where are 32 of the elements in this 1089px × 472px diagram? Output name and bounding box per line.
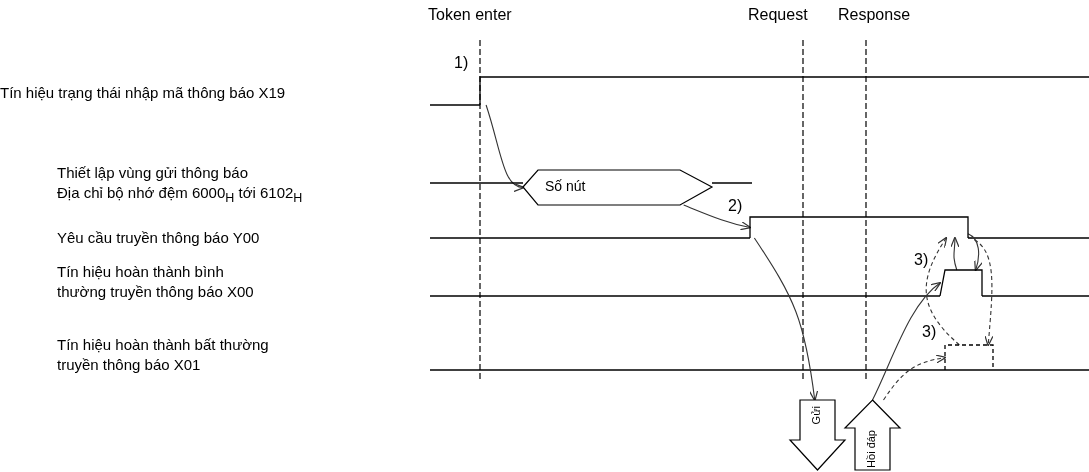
- causal-arrow: [683, 204, 752, 231]
- signal-name: Yêu cầu truyền thông báo Y00: [57, 228, 260, 248]
- signal-waveform: [750, 217, 968, 238]
- causal-arrow: [925, 236, 960, 346]
- step-number: 1): [454, 53, 469, 73]
- signal-name: Tín hiệu hoàn thành bình thường truyền thông báo X00: [57, 262, 255, 301]
- causal-arrow: [950, 236, 960, 271]
- causal-arrow: [871, 281, 942, 401]
- response-direction-shape: [845, 400, 900, 470]
- bus-value-text: Số nút: [545, 178, 586, 194]
- signal-name: Tín hiệu hoàn thành bất thường truyền thông báo X01: [57, 335, 270, 374]
- send-direction-shape: [790, 400, 845, 470]
- step-number: 2): [728, 196, 743, 216]
- causal-arrow: [485, 104, 525, 191]
- step-number: 3): [922, 322, 937, 342]
- signal-waveform: [945, 345, 993, 370]
- causal-arrow: [967, 233, 983, 272]
- causal-arrow: [753, 237, 819, 402]
- time-marker-label: Token enter: [428, 5, 512, 25]
- direction-text: Gửi: [810, 406, 822, 425]
- causal-arrow: [882, 354, 947, 401]
- bus-value-hexagon: [523, 170, 712, 205]
- signal-waveform: [940, 270, 982, 296]
- time-marker-label: Response: [838, 5, 911, 25]
- signal-name: Thiết lập vùng gửi thông báo: [57, 163, 249, 183]
- step-number: 3): [914, 250, 929, 270]
- direction-text: Hồi đáp: [865, 430, 877, 468]
- causal-arrow: [967, 236, 994, 347]
- time-marker-label: Request: [748, 5, 808, 25]
- signal-name: Tín hiệu trạng thái nhập mã thông báo X19: [0, 83, 286, 103]
- signal-name: Địa chỉ bộ nhớ đệm 6000$_{H}$ tới 6102$_{H}$: [57, 182, 303, 206]
- signal-waveform: [480, 77, 1089, 105]
